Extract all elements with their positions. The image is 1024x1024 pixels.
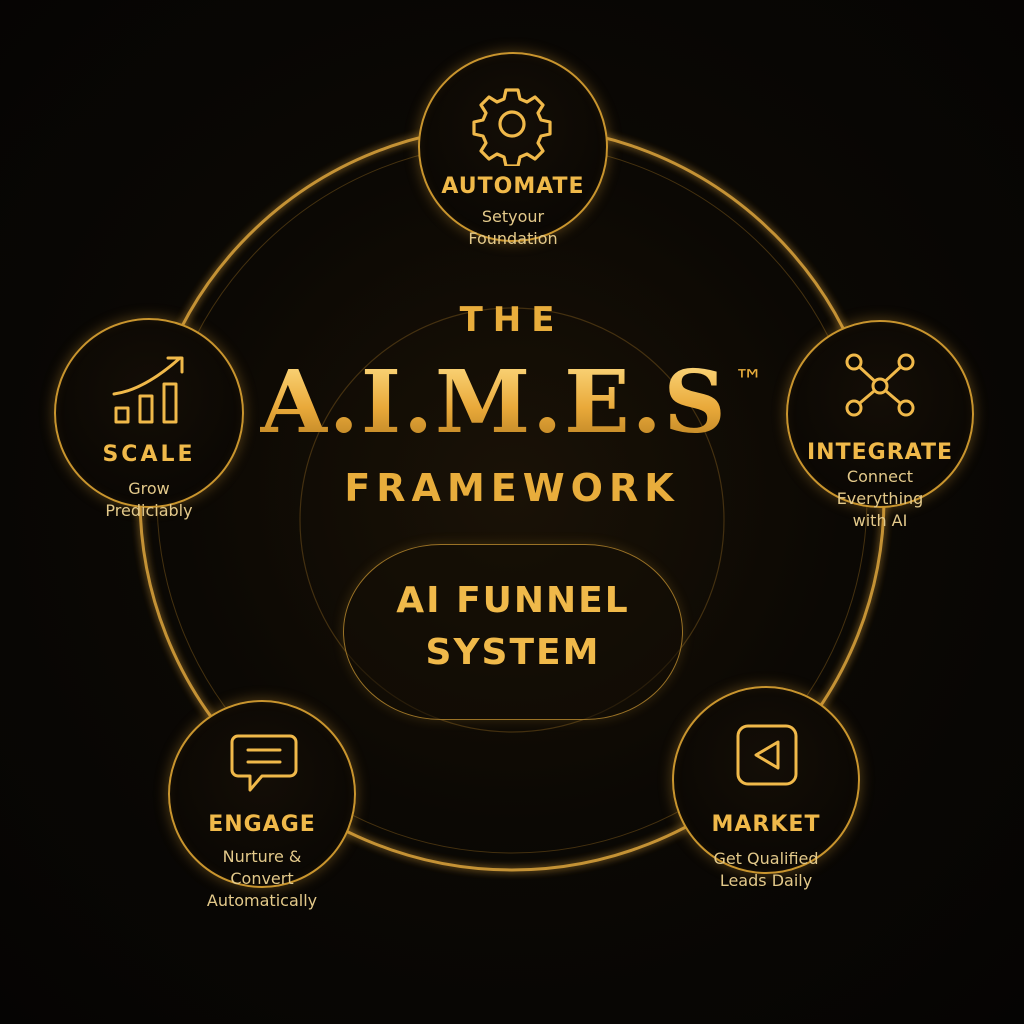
node-title-scale: SCALE (102, 442, 196, 467)
network-icon (845, 353, 915, 417)
node-integrate: INTEGRATE Connect Everything with AI (786, 320, 974, 530)
node-title-automate: AUTOMATE (441, 174, 585, 199)
node-subtitle-automate: Setyour Foundation (468, 207, 558, 248)
brand-name: A.I.M.E.S (260, 352, 728, 453)
pill-text: AI FUNNEL SYSTEM (396, 580, 630, 673)
node-subtitle-integrate: Connect Everything with AI (836, 467, 924, 530)
node-subtitle-engage: Nurture & Convert Automatically (206, 847, 318, 910)
node-scale: SCALE Grow Prediciably (54, 318, 244, 520)
framework-label: FRAMEWORK (344, 466, 680, 510)
the-label: THE (459, 300, 565, 340)
trademark-symbol: ™ (733, 364, 764, 399)
play-icon (736, 724, 798, 786)
growth-chart-icon (112, 356, 184, 424)
node-automate: AUTOMATE Setyour Foundation (418, 52, 608, 248)
node-title-engage: ENGAGE (208, 812, 316, 837)
ai-funnel-pill: AI FUNNEL SYSTEM (343, 544, 683, 720)
node-subtitle-market: Get Qualified Leads Daily (713, 849, 819, 890)
node-subtitle-scale: Grow Prediciably (105, 479, 193, 520)
gear-icon (472, 88, 552, 166)
node-market: MARKET Get Qualified Leads Daily (672, 686, 860, 890)
node-title-integrate: INTEGRATE (807, 440, 953, 465)
node-title-market: MARKET (711, 812, 821, 837)
chat-icon (230, 734, 298, 792)
node-engage: ENGAGE Nurture & Convert Automatically (168, 700, 356, 910)
